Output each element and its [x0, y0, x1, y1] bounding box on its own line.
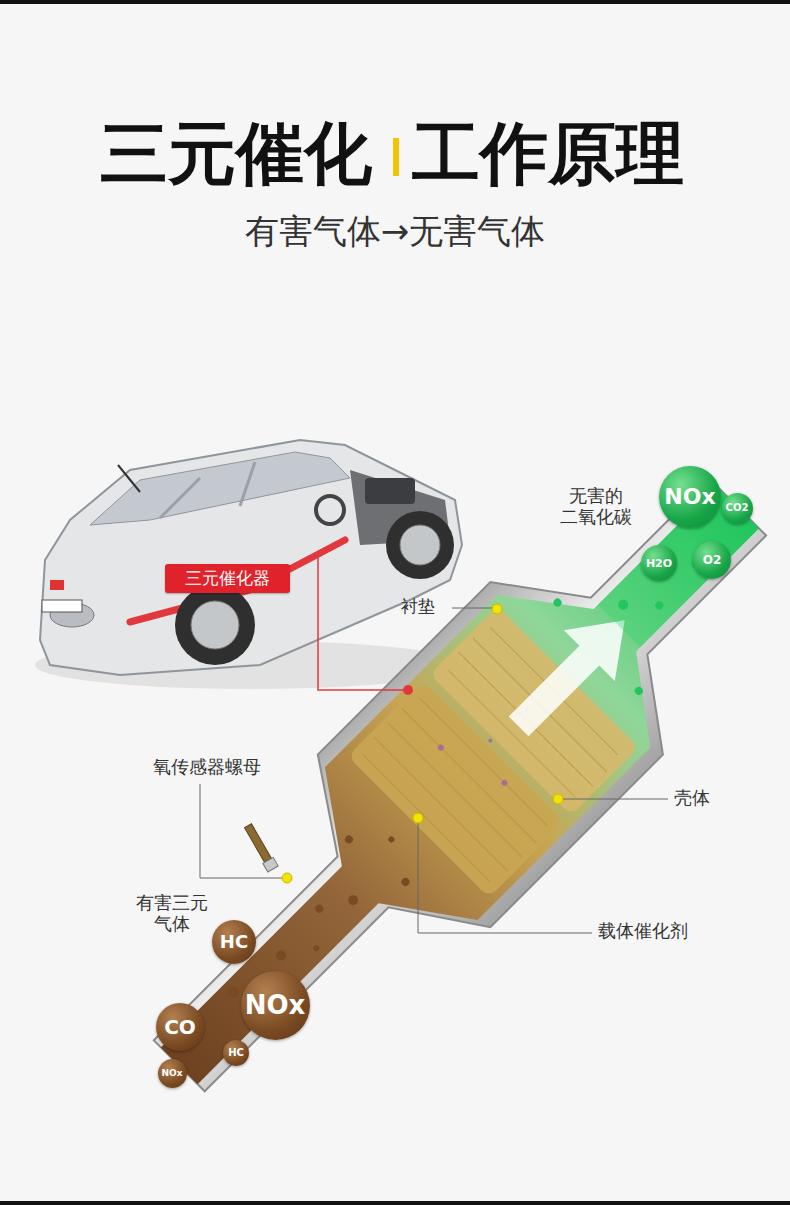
- converter-illustration-part: [633, 685, 644, 696]
- car-illustration-part: [90, 452, 350, 525]
- car-illustration-part: [50, 580, 64, 590]
- leader-lines-part: [200, 784, 283, 878]
- car-illustration-part: [316, 496, 344, 524]
- background-art-part: [393, 138, 399, 176]
- converter-illustration-part: [166, 813, 425, 1072]
- gas-bubble: CO: [156, 1003, 204, 1051]
- part-label: 壳体: [674, 788, 710, 809]
- car-illustration-part: [191, 601, 239, 649]
- gas-formula: NOx: [664, 486, 715, 508]
- car-illustration-part: [400, 525, 440, 565]
- gas-bubble: HC: [212, 920, 256, 964]
- converter-illustration-part: [437, 743, 445, 751]
- converter-illustration-part: [343, 834, 354, 845]
- box-text: 三元催化器: [185, 570, 270, 587]
- background-art-part: [0, 1201, 790, 1205]
- gas-bubble: HC: [223, 1040, 249, 1066]
- label-box: 三元催化器: [165, 564, 290, 593]
- part-label: 无害的 二氧化碳: [556, 486, 636, 527]
- gas-formula: H2O: [646, 558, 672, 569]
- converter-illustration-part: [400, 876, 411, 887]
- gas-bubble: NOx: [241, 971, 310, 1040]
- gas-bubble: H2O: [641, 545, 677, 581]
- part-label: 氧传感器螺母: [153, 757, 261, 778]
- converter-illustration-part: [274, 948, 288, 962]
- leader-lines-part: [452, 608, 493, 609]
- converter-illustration-part: [552, 597, 563, 608]
- part-label: 衬垫: [401, 597, 435, 617]
- car-illustration-part: [118, 465, 140, 492]
- subtitle: 有害气体→无害气体: [0, 212, 790, 251]
- gas-formula: CO: [164, 1017, 196, 1037]
- leader-lines-part: [318, 552, 403, 690]
- converter-illustration-part: [437, 716, 523, 802]
- car-illustration-part: [175, 585, 255, 665]
- converter-illustration-part: [93, 421, 790, 1152]
- gas-bubble: NOx: [659, 466, 721, 528]
- leader-lines-part: [553, 794, 563, 804]
- converter-illustration-part: [654, 600, 665, 611]
- gas-formula: HC: [228, 1048, 244, 1058]
- leader-lines-part: [492, 604, 502, 614]
- gas-bubble: CO2: [722, 493, 753, 524]
- converter-illustration-part: [93, 421, 790, 1152]
- leader-lines-part: [413, 813, 423, 823]
- part-label: 载体催化剂: [598, 921, 688, 942]
- title: 三元催化: [100, 118, 372, 189]
- converter-illustration-part: [500, 779, 508, 787]
- converter-illustration-part: [243, 823, 278, 872]
- part-label: 有害三元 气体: [132, 893, 212, 934]
- gas-formula: CO2: [726, 503, 749, 513]
- car-illustration-part: [386, 511, 454, 579]
- converter-illustration-part: [224, 1026, 235, 1037]
- gas-bubble: O2: [693, 541, 731, 579]
- leader-lines-part: [282, 873, 292, 883]
- car-illustration-part: [42, 600, 82, 612]
- leader-lines-part: [418, 822, 592, 933]
- gas-formula: NOx: [245, 992, 306, 1018]
- gas-formula: O2: [703, 554, 722, 566]
- converter-illustration-part: [346, 893, 360, 907]
- gas-formula: HC: [220, 933, 248, 951]
- converter-illustration-part: [488, 738, 494, 744]
- converter-illustration-part: [263, 857, 278, 872]
- converter-illustration-part: [616, 598, 630, 612]
- leader-lines-part: [403, 685, 413, 695]
- converter-illustration-part: [245, 824, 272, 863]
- title-part: 工作原理: [412, 118, 684, 189]
- converter-illustration-part: [312, 944, 320, 952]
- background-art-part: [0, 0, 790, 4]
- converter-illustration-part: [224, 984, 241, 1001]
- converter-illustration-part: [387, 835, 395, 843]
- converter-illustration-part: [314, 903, 325, 914]
- converter-illustration-part: [103, 431, 790, 1142]
- car-illustration-part: [365, 478, 415, 504]
- car-illustration-part: [40, 440, 462, 675]
- gas-formula: NOx: [162, 1069, 183, 1078]
- leader-lines-part: [562, 799, 668, 800]
- gas-bubble: NOx: [158, 1059, 187, 1088]
- car-illustration-part: [160, 462, 255, 518]
